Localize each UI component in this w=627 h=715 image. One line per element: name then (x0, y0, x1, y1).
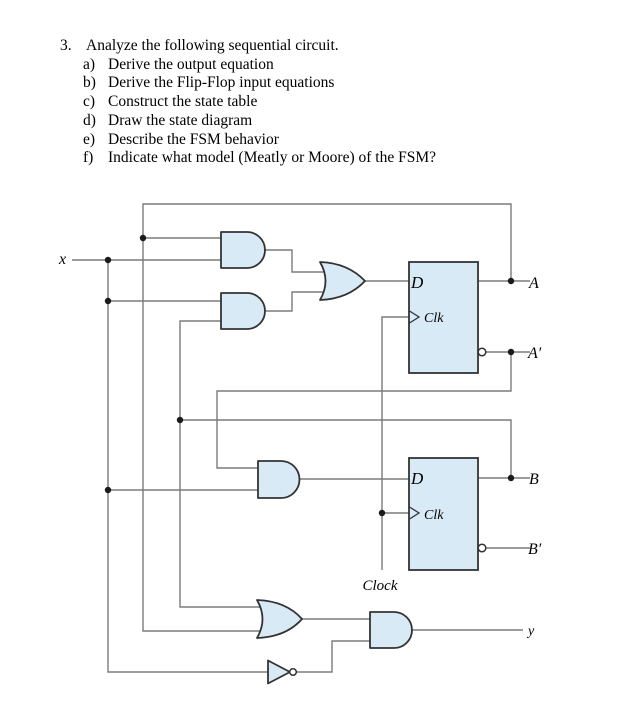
flipflop-b-not-bubble (477, 543, 487, 553)
wire-x-rail-to-not (107, 260, 270, 673)
list-item: e) Describe the FSM behavior (83, 131, 436, 150)
label-ff2-d: D (410, 469, 424, 488)
not-gate-bubble (288, 667, 298, 677)
or-gate-2 (256, 599, 303, 639)
item-letter: e) (83, 130, 96, 148)
item-text: Derive the Flip-Flop input equations (108, 74, 335, 92)
junction-dot (507, 474, 515, 482)
item-text: Derive the output equation (108, 55, 274, 73)
label-input-x: x (58, 251, 66, 268)
item-letter: d) (83, 111, 96, 129)
junction-dot (104, 297, 112, 305)
flipflop-a-not-bubble (477, 347, 487, 357)
item-text: Draw the state diagram (108, 111, 253, 129)
item-text: Indicate what model (Meatly or Moore) of… (108, 149, 436, 167)
problem-statement: 3. Analyze the following sequential circ… (60, 37, 436, 168)
label-ff2-clk: Clk (424, 508, 444, 523)
not-gate (267, 659, 291, 685)
label-output-a-not: A′ (527, 345, 542, 362)
wire-b-feedback (180, 419, 512, 478)
junction-dot (104, 486, 112, 494)
wire-clock-rail (381, 316, 410, 570)
item-letter: f) (83, 149, 94, 167)
list-item: d) Draw the state diagram (83, 112, 436, 131)
problem-subitems: a) Derive the output equation b) Derive … (83, 56, 436, 168)
wire-and2-to-or1 (264, 291, 328, 312)
and-gate-1 (220, 231, 266, 269)
junction-dot (176, 416, 184, 424)
gates (220, 231, 413, 685)
junction-dot (378, 509, 386, 517)
item-text: Construct the state table (108, 93, 258, 111)
item-letter: b) (83, 74, 96, 92)
junction-dot (507, 277, 515, 285)
label-output-b: B (529, 471, 539, 488)
junction-dot (139, 234, 147, 242)
and-gate-4 (369, 611, 413, 649)
flipflop-a (408, 261, 487, 374)
label-ff1-d: D (410, 273, 424, 292)
wire-a-not-feedback (216, 352, 512, 469)
or-gate-1 (319, 261, 366, 301)
problem-title-line: 3. Analyze the following sequential circ… (60, 37, 436, 56)
list-item: c) Construct the state table (83, 93, 436, 112)
flipflop-a-body (408, 261, 479, 374)
junction-dot (507, 348, 515, 356)
item-letter: c) (83, 93, 96, 111)
wire-and1-to-or1 (264, 249, 328, 273)
label-output-b-not: B′ (528, 541, 542, 558)
list-item: b) Derive the Flip-Flop input equations (83, 74, 436, 93)
wires (72, 203, 530, 673)
label-clock: Clock (363, 578, 398, 594)
item-text: Describe the FSM behavior (108, 130, 279, 148)
flipflop-b-body (408, 457, 479, 571)
label-ff1-clk: Clk (424, 311, 444, 326)
junction-dot (104, 256, 112, 264)
label-output-a: A (528, 275, 539, 292)
item-letter: a) (83, 55, 96, 73)
and-gate-2 (220, 292, 266, 330)
flipflop-a-clk-triangle (409, 310, 421, 324)
circuit-labels: x D Clk D Clk A A′ B B′ Clock y (58, 251, 542, 639)
wire-not-to-and4 (296, 640, 370, 673)
label-output-y: y (526, 624, 535, 639)
flipflop-b (408, 457, 487, 571)
list-item: f) Indicate what model (Meatly or Moore)… (83, 149, 436, 168)
problem-title: Analyze the following sequential circuit… (86, 37, 339, 54)
list-item: a) Derive the output equation (83, 56, 436, 75)
wire-a-feedback-top (142, 203, 512, 632)
problem-number: 3. (60, 37, 72, 54)
flipflop-b-clk-triangle (409, 506, 421, 520)
and-gate-3 (257, 460, 301, 499)
junction-dots (104, 234, 515, 517)
wire-b-rail (179, 320, 264, 608)
